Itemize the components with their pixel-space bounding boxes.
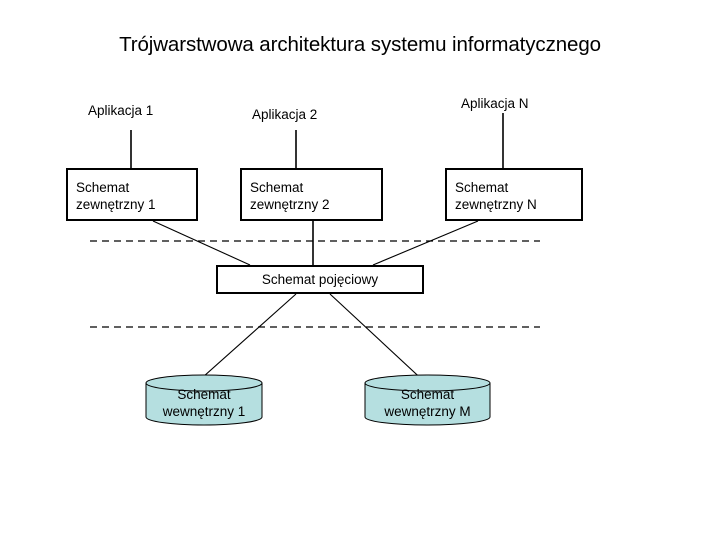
external-schema-2-line2: zewnętrzny 2 [250,197,330,212]
external-schema-n-line2: zewnętrzny N [455,197,537,212]
page-title: Trójwarstwowa architektura systemu infor… [119,33,601,56]
external-schema-2-line1: Schemat [250,180,304,195]
external-schema-1-line2: zewnętrzny 1 [76,197,156,212]
connectors-group [130,113,504,386]
app-label-2: Aplikacja 2 [252,107,318,122]
internal-schema-1-line2: wewnętrzny 1 [162,404,246,419]
internal-schema-m[interactable]: Schemat wewnętrzny M [365,375,490,425]
external-schema-box-2[interactable]: Schemat zewnętrzny 2 [240,168,383,221]
internal-schema-m-line2: wewnętrzny M [384,404,471,419]
internal-schema-m-label: Schemat wewnętrzny M [365,386,490,420]
internal-schema-1-label: Schemat wewnętrzny 1 [146,386,262,420]
external-schema-1-line1: Schemat [76,180,130,195]
external-schema-box-n[interactable]: Schemat zewnętrzny N [445,168,583,221]
connector-ext1-to-conceptual [152,220,251,266]
app-label-1: Aplikacja 1 [88,103,154,118]
external-schema-n-line1: Schemat [455,180,509,195]
conceptual-schema-label: Schemat pojęciowy [261,272,379,287]
connector-conceptual-to-int1 [193,293,297,386]
connector-conceptual-to-intm [329,293,429,386]
internal-schema-m-line1: Schemat [400,387,455,402]
connector-extn-to-conceptual [372,220,479,266]
internal-schema-1[interactable]: Schemat wewnętrzny 1 [146,375,262,425]
app-label-n: Aplikacja N [461,96,529,111]
conceptual-schema-box[interactable]: Schemat pojęciowy [216,265,424,294]
internal-schema-1-line1: Schemat [177,387,231,402]
external-schema-box-1[interactable]: Schemat zewnętrzny 1 [66,168,198,221]
